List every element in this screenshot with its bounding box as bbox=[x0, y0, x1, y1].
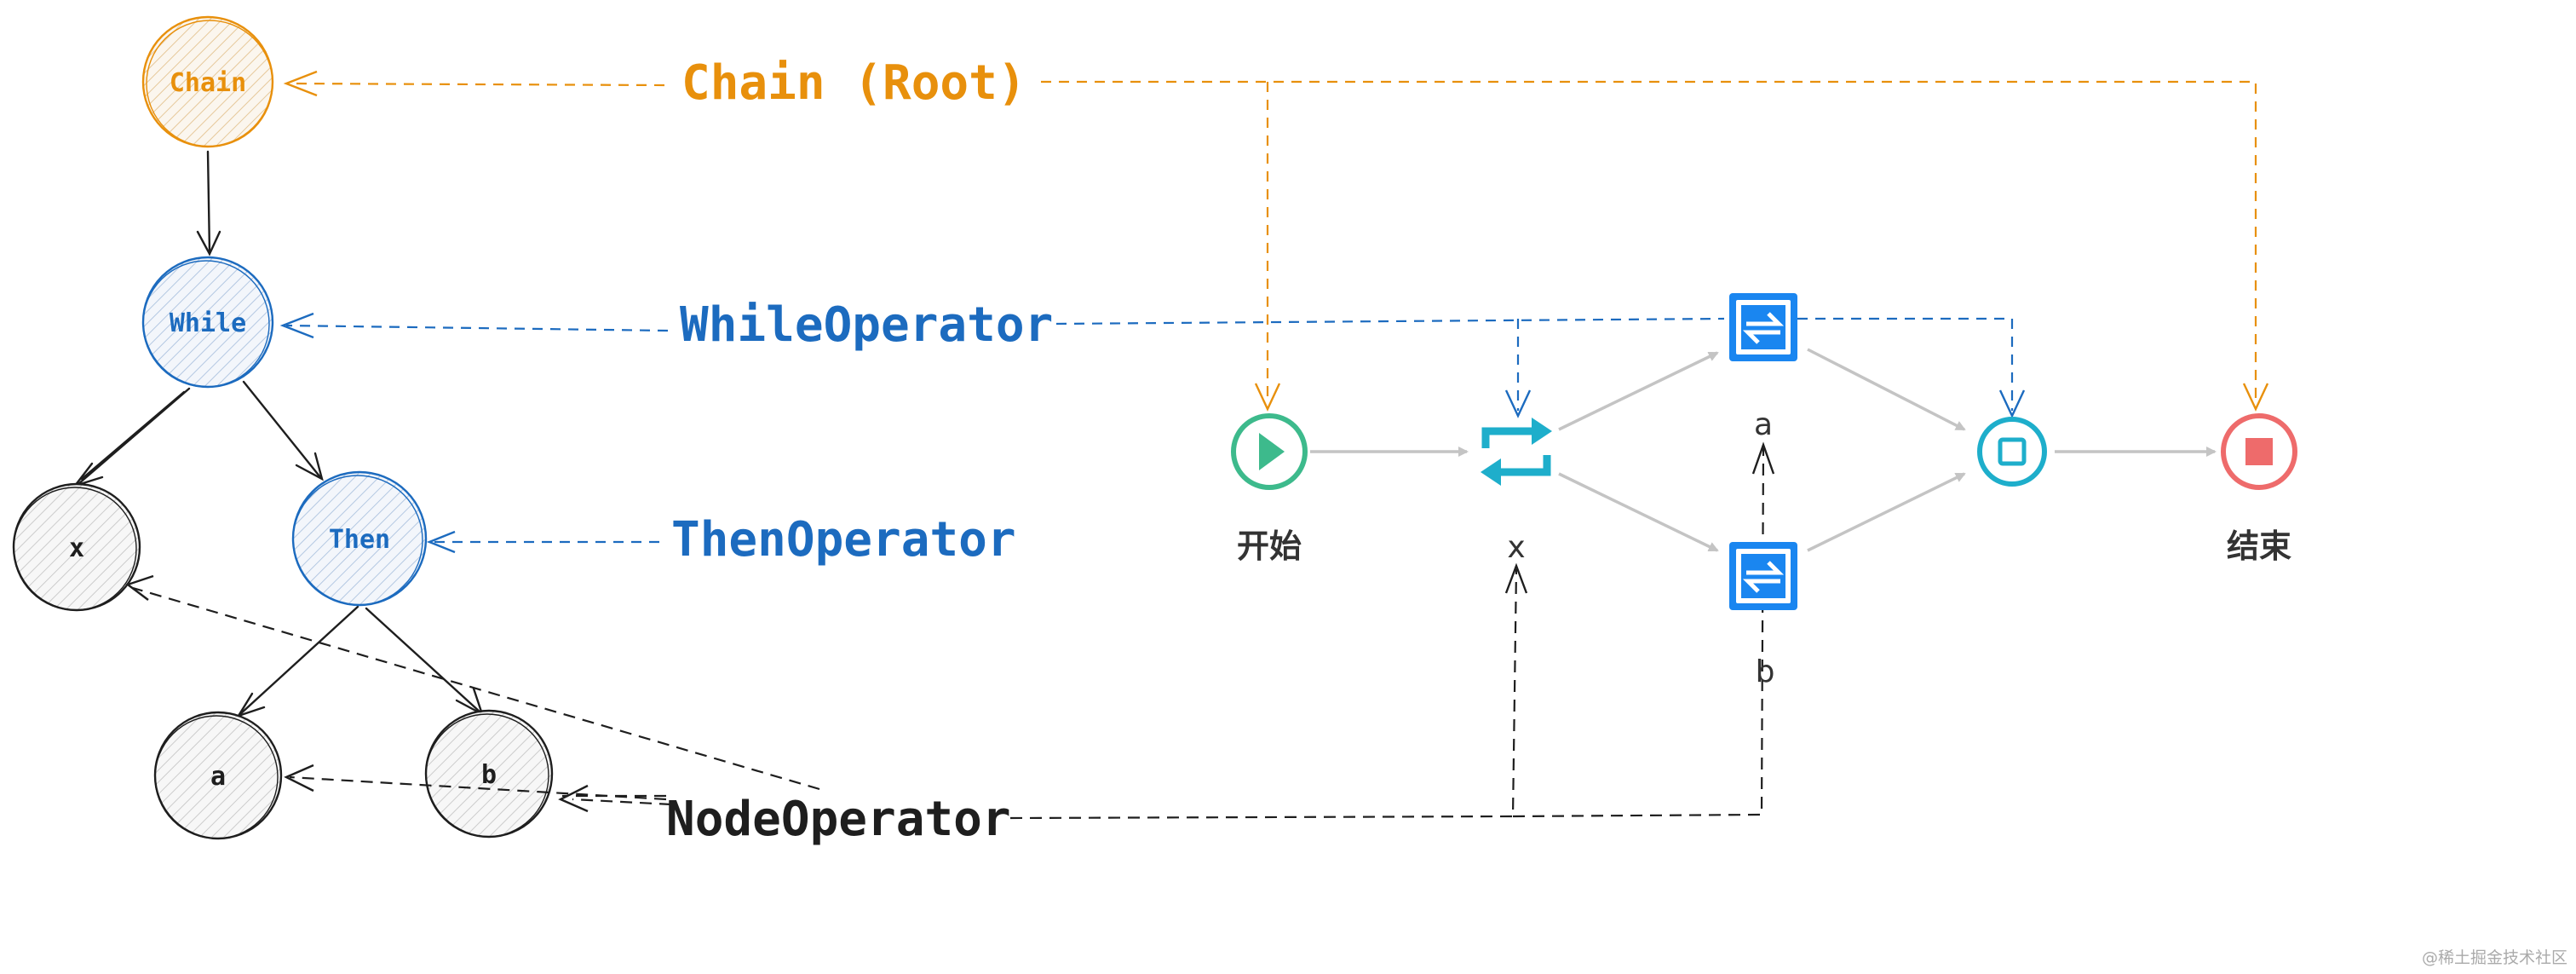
flow-edges bbox=[1310, 348, 2217, 552]
watermark: @稀土掘金技术社区 bbox=[2422, 948, 2567, 967]
a-node: a bbox=[153, 711, 283, 840]
edge-b-join bbox=[1807, 472, 1966, 552]
then-node: Then bbox=[291, 470, 428, 607]
stop-icon bbox=[2245, 438, 2273, 465]
loop-label: x bbox=[1507, 530, 1525, 565]
switch-icon bbox=[1742, 561, 1785, 593]
edge-while-then-head bbox=[295, 452, 324, 481]
node-operator-label: NodeOperator bbox=[666, 792, 1011, 847]
edge-chain-while-head bbox=[196, 230, 221, 256]
edge-chain-while bbox=[206, 150, 211, 254]
edge-then-a bbox=[239, 605, 359, 716]
start-label: 开始 bbox=[1237, 527, 1302, 565]
x-node-label: x bbox=[69, 533, 84, 563]
switch-node-b[interactable] bbox=[1729, 542, 1797, 610]
start-node[interactable] bbox=[1231, 413, 1308, 490]
edge-while-x bbox=[77, 387, 191, 486]
edge-a-join bbox=[1807, 348, 1966, 431]
while-node: While bbox=[141, 256, 274, 389]
end-label: 结束 bbox=[2227, 527, 2291, 565]
edge-then-b bbox=[365, 607, 482, 714]
branch-a-label: a bbox=[1754, 407, 1773, 442]
play-icon bbox=[1259, 433, 1285, 470]
then-operator-label: ThenOperator bbox=[671, 512, 1016, 568]
switch-node-a[interactable] bbox=[1729, 293, 1797, 361]
x-node: x bbox=[12, 482, 141, 612]
while-node-label: While bbox=[170, 308, 246, 338]
edge-while-then bbox=[242, 380, 322, 479]
a-node-label: a bbox=[210, 762, 226, 792]
square-stop-icon bbox=[1998, 437, 2027, 466]
repeat-icon bbox=[1481, 427, 1551, 476]
chain-root-label: Chain (Root) bbox=[681, 55, 1026, 111]
tree-edges bbox=[72, 150, 485, 718]
join-node[interactable] bbox=[1977, 417, 2047, 487]
while-operator-pointers bbox=[285, 317, 2014, 411]
loop-node[interactable] bbox=[1481, 418, 1552, 486]
edge-loop-a bbox=[1558, 351, 1719, 431]
chain-root-pointers bbox=[289, 80, 2257, 404]
while-operator-label: WhileOperator bbox=[680, 297, 1053, 353]
b-node-label: b bbox=[481, 760, 497, 790]
chain-node: Chain bbox=[141, 15, 274, 148]
switch-icon bbox=[1742, 312, 1785, 344]
chain-node-label: Chain bbox=[170, 68, 246, 98]
then-operator-arrowhead bbox=[426, 530, 456, 554]
branch-b-label: b bbox=[1756, 654, 1775, 689]
end-node[interactable] bbox=[2221, 413, 2297, 490]
b-node: b bbox=[424, 709, 554, 839]
node-operator-arrowheads bbox=[125, 441, 1775, 813]
while-operator-arrowheads bbox=[279, 312, 2026, 418]
chain-root-arrowheads bbox=[283, 70, 2269, 412]
then-node-label: Then bbox=[329, 525, 390, 555]
edge-loop-b bbox=[1558, 472, 1719, 552]
